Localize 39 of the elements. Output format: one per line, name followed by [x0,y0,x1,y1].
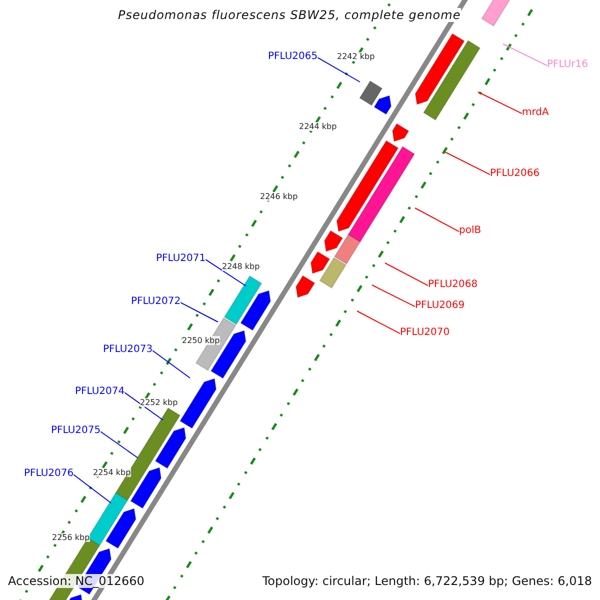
leader-line [372,284,416,308]
leader-line [124,392,164,420]
scale-label: 2256 kbp [52,533,90,542]
leader-line [502,44,548,66]
leader-line [152,350,190,378]
gene-label: mrdA [522,107,549,118]
accession-note: Accession: NC_012660 [8,574,144,588]
map-title: Pseudomonas fluorescens SBW25, complete genome [118,8,461,22]
gene-label: PFLU2073 [103,344,153,355]
gene-label: PFLU2066 [490,168,540,179]
scale-label: 2246 kbp [260,192,298,201]
gene-label: PFLU2076 [24,468,74,479]
gene-label: PFLU2071 [156,253,206,264]
leader-line [180,302,218,322]
gene-label: PFLU2072 [131,296,181,307]
gene-label: PFLU2074 [75,386,125,397]
gene-label: PFLU2068 [428,279,478,290]
leader-line [100,431,138,458]
scale-label: 2252 kbp [140,398,178,407]
leader-line [73,474,112,504]
leader-line [384,262,428,286]
gene-label: polB [459,225,482,236]
gene-label: PFLU2075 [51,425,101,436]
leader-line [414,208,460,232]
leader-line [205,259,246,286]
gene-label: PFLU2069 [415,300,465,311]
scale-label: 2248 kbp [222,262,260,271]
leader-line [356,310,400,334]
gene-label: PFLU2070 [400,327,450,338]
scale-label: 2242 kbp [337,52,375,61]
genome-summary-note: Topology: circular; Length: 6,722,539 bp; Genes: 6,018 [262,574,592,588]
gene-label: PFLUr16 [547,59,588,70]
leader-line [478,92,522,114]
scale-label: 2254 kbp [93,468,131,477]
scale-label: 2244 kbp [299,122,337,131]
leader-line [317,57,360,82]
leader-line [444,152,490,176]
scale-label: 2250 kbp [182,336,220,345]
gene-label: PFLU2065 [268,51,318,62]
